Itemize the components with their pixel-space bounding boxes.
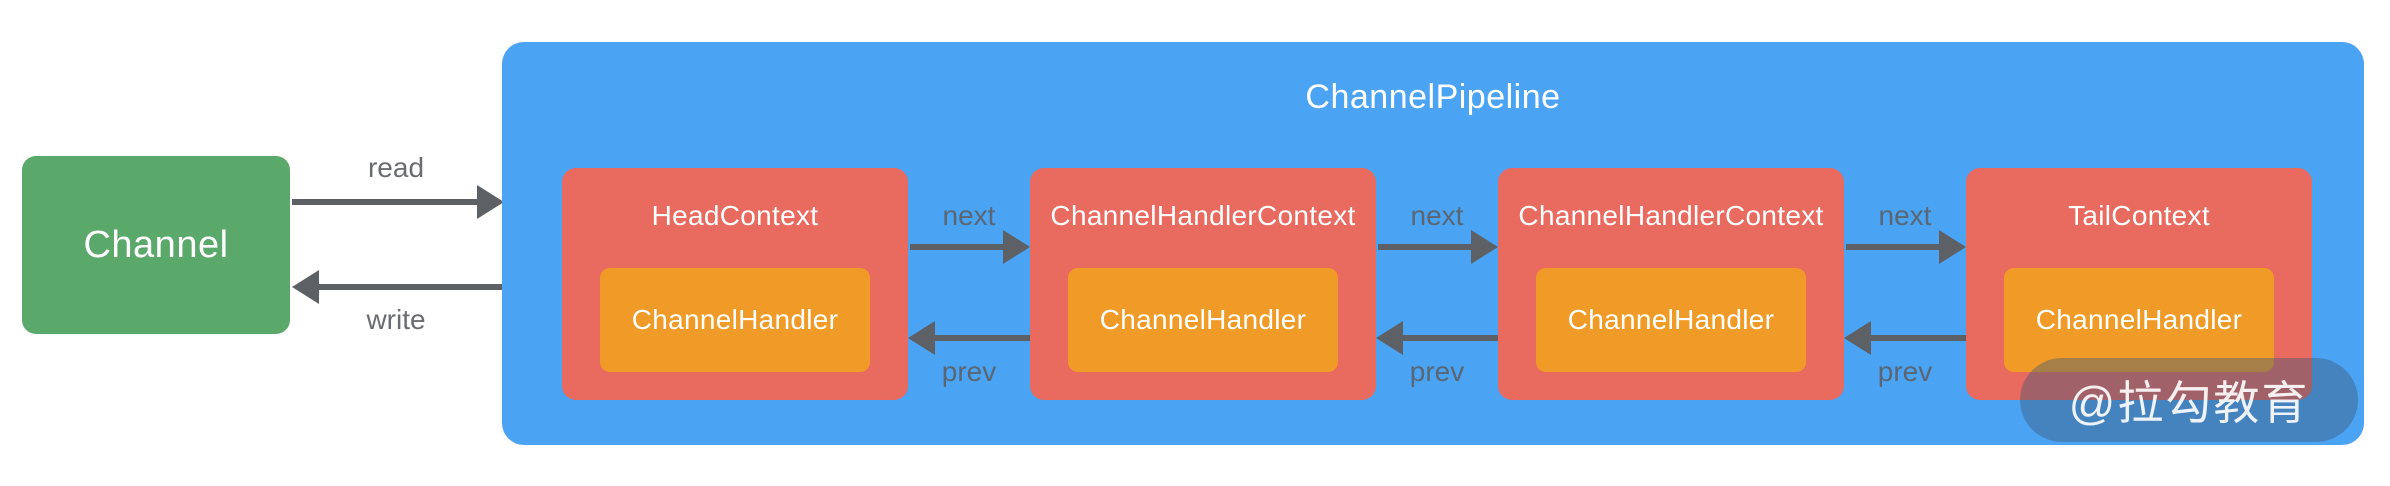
next-arrow-line (910, 244, 1004, 250)
prev-arrow-line (1870, 335, 1966, 341)
pipeline-title: ChannelPipeline (1305, 78, 1561, 116)
handler-box: ChannelHandler (2004, 268, 2274, 372)
arrowhead-right-icon (1939, 230, 1966, 264)
arrowhead-left-icon (292, 270, 319, 304)
link-gap-3: next prev (1844, 168, 1966, 400)
prev-arrow-line (934, 335, 1030, 341)
channel-label: Channel (83, 223, 229, 266)
write-arrow-line (318, 284, 502, 290)
arrowhead-right-icon (1471, 230, 1498, 264)
context-title: ChannelHandlerContext (1518, 200, 1824, 231)
arrowhead-left-icon (908, 321, 935, 355)
read-label: read (367, 152, 425, 183)
channel-box: Channel (22, 156, 290, 334)
handler-label: ChannelHandler (631, 304, 839, 335)
context-box-handler-2: ChannelHandlerContext ChannelHandler (1498, 168, 1844, 400)
watermark-badge: @拉勾教育 (2020, 358, 2358, 442)
link-gap-1: next prev (908, 168, 1030, 400)
next-arrow-line (1846, 244, 1940, 250)
handler-box: ChannelHandler (1068, 268, 1338, 372)
context-box-handler-1: ChannelHandlerContext ChannelHandler (1030, 168, 1376, 400)
arrowhead-left-icon (1376, 321, 1403, 355)
handler-label: ChannelHandler (1099, 304, 1307, 335)
context-title: TailContext (2068, 200, 2210, 231)
handler-box: ChannelHandler (1536, 268, 1806, 372)
prev-label: prev (1409, 356, 1465, 387)
next-label: next (942, 200, 996, 231)
handler-label: ChannelHandler (2035, 304, 2243, 335)
handler-label: ChannelHandler (1567, 304, 1775, 335)
next-arrow-line (1378, 244, 1472, 250)
prev-arrow-line (1402, 335, 1498, 341)
arrowhead-right-icon (1003, 230, 1030, 264)
arrowhead-right-icon (477, 185, 504, 219)
context-box-head: HeadContext ChannelHandler (562, 168, 908, 400)
context-title: HeadContext (651, 200, 819, 231)
prev-label: prev (1877, 356, 1933, 387)
write-label: write (366, 304, 426, 335)
arrowhead-left-icon (1844, 321, 1871, 355)
watermark-label: @拉勾教育 (2068, 377, 2310, 429)
handler-box: ChannelHandler (600, 268, 870, 372)
link-gap-2: next prev (1376, 168, 1498, 400)
context-title: ChannelHandlerContext (1050, 200, 1356, 231)
prev-label: prev (941, 356, 997, 387)
read-arrow-line (292, 199, 478, 205)
next-label: next (1410, 200, 1464, 231)
next-label: next (1878, 200, 1932, 231)
context-box-tail: TailContext ChannelHandler (1966, 168, 2312, 400)
